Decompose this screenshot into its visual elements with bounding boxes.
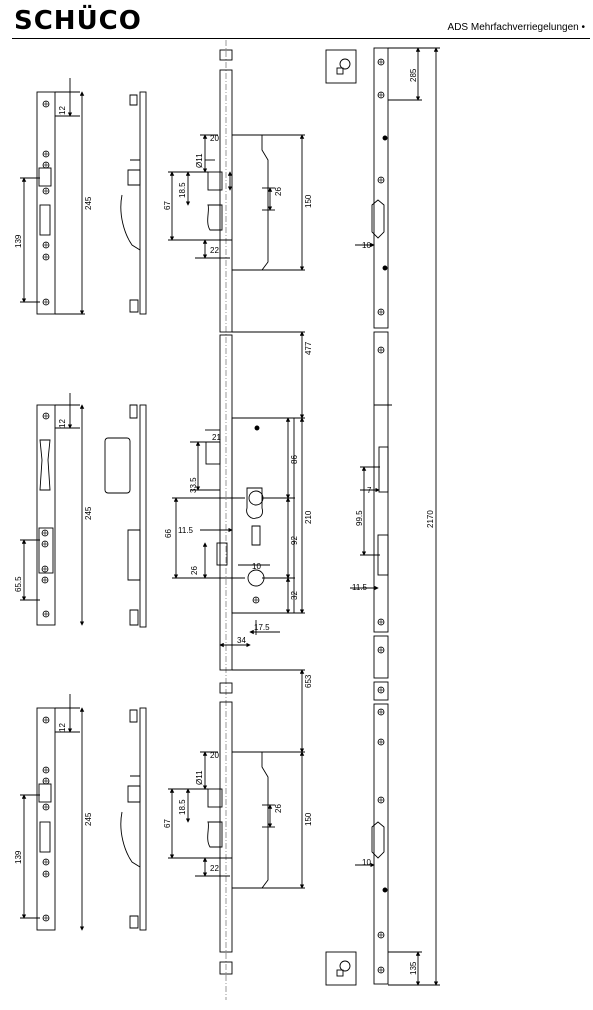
dim-top-22: 22 bbox=[210, 246, 219, 255]
dim-top-d11: Ø11 bbox=[195, 153, 204, 168]
dim-main-32: 32 bbox=[290, 591, 299, 600]
dim-bottom-12: 12 bbox=[58, 723, 67, 732]
dim-bottom-245: 245 bbox=[84, 812, 93, 826]
dim-top-12: 12 bbox=[58, 106, 67, 115]
dim-477: 477 bbox=[304, 341, 313, 355]
top-striker-plate bbox=[36, 91, 56, 315]
dim-top-18: 18.5 bbox=[178, 182, 187, 198]
dim-main-34: 34 bbox=[237, 636, 246, 645]
dim-rail-99: 99.5 bbox=[355, 510, 364, 526]
dim-top-150: 150 bbox=[304, 194, 313, 208]
dim-top-26: 26 bbox=[274, 187, 283, 196]
dim-main-92: 92 bbox=[290, 536, 299, 545]
dim-main-66: 66 bbox=[164, 529, 173, 538]
dimension-labels: 12 245 139 20 Ø11 18.5 67 26 22 150 477 … bbox=[14, 68, 435, 975]
dim-bottom-26: 26 bbox=[274, 804, 283, 813]
bottom-striker-plate bbox=[36, 707, 56, 931]
main-striker-plate bbox=[36, 404, 56, 626]
dim-main-210: 210 bbox=[304, 510, 313, 524]
dim-rail-7: 7 bbox=[367, 486, 372, 495]
dim-main-65: 65.5 bbox=[14, 576, 23, 592]
dim-rail-10a: 10 bbox=[362, 241, 371, 250]
dim-top-67: 67 bbox=[163, 201, 172, 210]
dim-main-245: 245 bbox=[84, 506, 93, 520]
dim-bottom-22: 22 bbox=[210, 864, 219, 873]
dim-rail-2170: 2170 bbox=[426, 510, 435, 528]
dim-bottom-150: 150 bbox=[304, 812, 313, 826]
page-header: SCHÜCO ADS Mehrfachverriegelungen • bbox=[0, 0, 593, 40]
header-divider bbox=[12, 38, 590, 39]
bottom-lock-body bbox=[207, 682, 269, 975]
dim-top-20: 20 bbox=[210, 134, 219, 143]
dim-main-12: 12 bbox=[58, 419, 67, 428]
dim-bottom-18: 18.5 bbox=[178, 799, 187, 815]
schueco-logo: SCHÜCO bbox=[14, 6, 142, 36]
document-title: ADS Mehrfachverriegelungen • bbox=[447, 22, 585, 33]
dim-rail-285: 285 bbox=[409, 68, 418, 82]
top-lock-body bbox=[207, 49, 269, 333]
top-striker-side bbox=[120, 91, 147, 315]
main-lock-body bbox=[205, 334, 295, 671]
dim-rail-10b: 10 bbox=[362, 858, 371, 867]
dim-main-33: 33.5 bbox=[189, 477, 198, 493]
dim-bottom-139: 139 bbox=[14, 850, 23, 864]
dim-main-10: 10 bbox=[252, 562, 261, 571]
right-rail bbox=[325, 47, 392, 986]
dim-rail-11: 11.5 bbox=[352, 583, 368, 592]
dim-main-17: 17.5 bbox=[254, 623, 270, 632]
dim-main-11: 11.5 bbox=[178, 526, 194, 535]
dim-bottom-67: 67 bbox=[163, 819, 172, 828]
dim-bottom-20: 20 bbox=[210, 751, 219, 760]
dim-main-26: 26 bbox=[190, 566, 199, 575]
bottom-striker-side bbox=[120, 707, 147, 931]
dim-rail-135: 135 bbox=[409, 961, 418, 975]
main-striker-side bbox=[104, 404, 147, 628]
dim-bottom-d11: Ø11 bbox=[195, 770, 204, 785]
dim-top-245: 245 bbox=[84, 196, 93, 210]
dim-653: 653 bbox=[304, 674, 313, 688]
dim-main-86: 86 bbox=[290, 455, 299, 464]
dim-main-21: 21 bbox=[212, 433, 221, 442]
dim-top-139: 139 bbox=[14, 234, 23, 248]
